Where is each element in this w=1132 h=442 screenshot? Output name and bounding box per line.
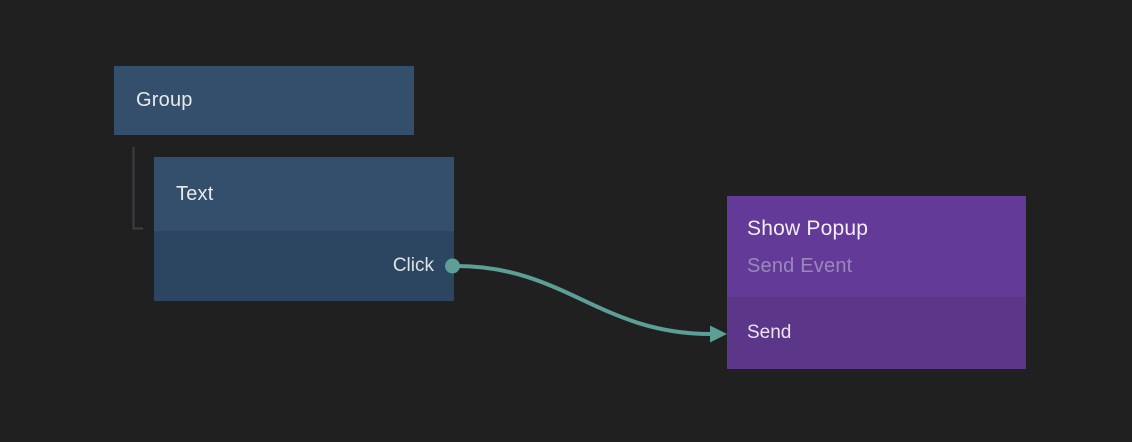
node-text[interactable]: Text Click: [154, 157, 454, 301]
node-group-title: Group: [136, 89, 193, 111]
node-group-header[interactable]: Group: [114, 66, 414, 135]
output-port-click[interactable]: Click: [154, 231, 454, 301]
node-show-popup-title: Show Popup: [747, 216, 869, 240]
node-show-popup-header[interactable]: Show Popup Send Event: [727, 196, 1026, 297]
input-port-send[interactable]: Send: [727, 297, 1026, 369]
node-show-popup[interactable]: Show Popup Send Event Send: [727, 196, 1026, 369]
node-group[interactable]: Group: [114, 66, 414, 135]
connection-arrowhead-icon: [710, 325, 727, 343]
node-text-ports: Click: [154, 231, 454, 301]
connection-edge[interactable]: [454, 264, 713, 336]
node-show-popup-ports: Send: [727, 297, 1026, 369]
hierarchy-connector-line: [132, 147, 143, 230]
node-text-title: Text: [176, 182, 214, 205]
node-show-popup-subtitle: Send Event: [747, 254, 853, 277]
output-port-click-label: Click: [392, 255, 434, 276]
input-port-send-label: Send: [747, 322, 792, 343]
node-text-header[interactable]: Text: [154, 157, 454, 231]
